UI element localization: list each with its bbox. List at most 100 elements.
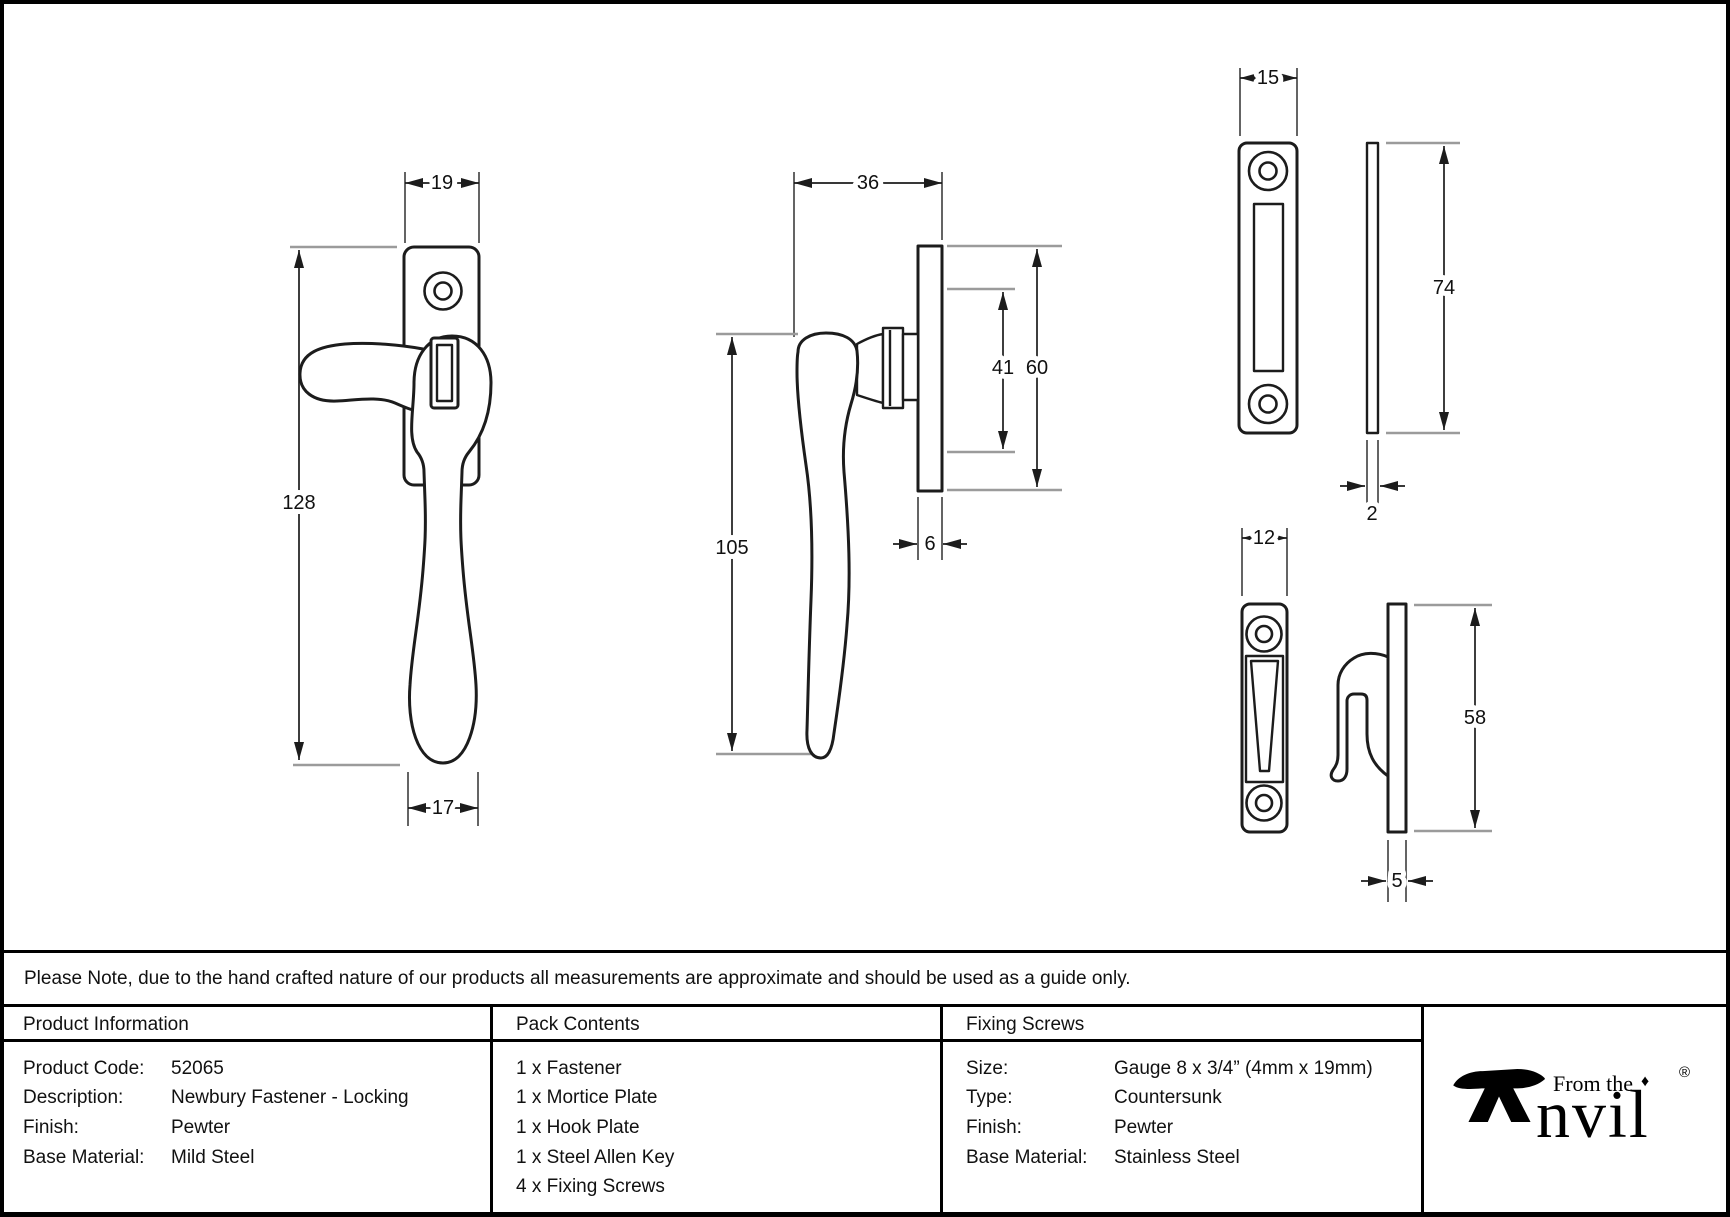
sheet-border-left	[0, 0, 4, 1217]
table-row: Type: Countersunk	[966, 1084, 1421, 1114]
list-item: 1 x Fastener	[516, 1054, 940, 1084]
table-row: Finish: Pewter	[966, 1113, 1421, 1143]
list-item: 1 x Mortice Plate	[516, 1084, 940, 1114]
dim-hook-side-thickness: 5	[1361, 840, 1433, 902]
table-row: Finish: Pewter	[23, 1113, 490, 1143]
dim-fastener-front-width: 19	[404, 167, 480, 243]
dim-label: 41	[992, 357, 1014, 379]
row-value: Stainless Steel	[1114, 1146, 1240, 1168]
screw-hole-inner	[1254, 624, 1274, 644]
locking-arm	[298, 341, 425, 414]
row-label: Finish:	[23, 1116, 79, 1138]
dim-fastener-side-plate-height: 60	[947, 244, 1062, 492]
logo-anvil-text: nvil	[1536, 1076, 1650, 1152]
table-row: Description: Newbury Fastener - Locking	[23, 1084, 490, 1114]
dim-mortice-side-height: 74	[1386, 141, 1460, 435]
dim-label: 60	[1026, 357, 1048, 379]
fixing-screws-header: Fixing Screws	[943, 1007, 1421, 1042]
screw-hole-inner	[1258, 161, 1278, 181]
list-item: 1 x Steel Allen Key	[516, 1143, 940, 1173]
row-label: Product Code:	[23, 1057, 145, 1079]
hook-profile	[1329, 651, 1390, 783]
dim-label: 58	[1464, 707, 1486, 729]
spindle-ring	[881, 326, 905, 410]
dim-label: 2	[1366, 503, 1377, 525]
row-label: Size:	[966, 1057, 1009, 1079]
dim-fastener-side-keep-span: 41	[947, 287, 1019, 454]
dim-label: 128	[282, 492, 315, 514]
spindle-boss	[901, 332, 920, 402]
row-value: Pewter	[171, 1116, 231, 1138]
anvil-icon	[1453, 1069, 1545, 1122]
dim-hook-front-width: 12	[1241, 522, 1288, 596]
table-row: Product Code: 52065	[23, 1054, 490, 1084]
mortice-plate-side-view: 74 2	[1340, 141, 1460, 530]
pack-item: 4 x Fixing Screws	[516, 1176, 665, 1198]
row-value: Mild Steel	[171, 1146, 255, 1168]
dim-label: 5	[1391, 870, 1402, 892]
dim-fastener-side-handle-length: 105	[710, 332, 812, 756]
fastener-front-view: 19 128 17	[277, 167, 493, 826]
row-label: Base Material:	[23, 1146, 145, 1168]
sheet-border-bottom	[0, 1212, 1730, 1217]
hook-plate-front-view: 12	[1240, 522, 1289, 834]
handle-side	[795, 331, 860, 760]
dim-label: 105	[715, 537, 748, 559]
logo-from-the-text: From the	[1553, 1071, 1634, 1096]
row-value: 52065	[171, 1057, 224, 1079]
dim-mortice-side-thickness: 2	[1340, 440, 1405, 530]
mortice-plate-front-view: 15	[1237, 62, 1299, 435]
dim-label: 19	[431, 172, 453, 194]
lock-slot-inner	[435, 343, 454, 403]
dim-mortice-front-width: 15	[1239, 62, 1298, 136]
pack-item: 1 x Hook Plate	[516, 1116, 640, 1138]
dim-hook-side-height: 58	[1414, 603, 1492, 833]
row-label: Type:	[966, 1087, 1013, 1109]
spindle-flare	[855, 332, 885, 405]
backplate-side	[916, 244, 944, 493]
table-row: Base Material: Stainless Steel	[966, 1143, 1421, 1173]
pack-contents-column: Pack Contents 1 x Fastener 1 x Mortice P…	[493, 1007, 943, 1212]
pack-item: 1 x Fastener	[516, 1057, 622, 1079]
table-row: Base Material: Mild Steel	[23, 1143, 490, 1173]
fixing-screws-column: Fixing Screws Size: Gauge 8 x 3/4” (4mm …	[943, 1007, 1424, 1212]
dim-fastener-side-depth: 36	[793, 167, 943, 337]
pack-item: 1 x Mortice Plate	[516, 1087, 658, 1109]
wedge	[1249, 659, 1280, 773]
dim-label: 36	[857, 172, 879, 194]
dim-fastener-side-plate-thickness: 6	[893, 497, 967, 560]
list-item: 4 x Fixing Screws	[516, 1172, 940, 1202]
row-value: Newbury Fastener - Locking	[171, 1087, 409, 1109]
row-value: Countersunk	[1114, 1087, 1222, 1109]
row-label: Base Material:	[966, 1146, 1088, 1168]
row-label: Description:	[23, 1087, 124, 1109]
registered-trademark-icon: ®	[1679, 1064, 1691, 1081]
mortice-slot	[1252, 202, 1285, 373]
dim-fastener-front-bottom-width: 17	[407, 772, 479, 826]
mortice-plate-edge	[1365, 141, 1380, 435]
handle-front	[408, 334, 493, 765]
product-information-header: Product Information	[0, 1007, 490, 1042]
dim-fastener-front-height: 128	[277, 245, 400, 767]
sheet-border-top	[0, 0, 1730, 4]
hook-plate-side-view: 58 5	[1329, 602, 1492, 902]
row-value: Pewter	[1114, 1116, 1174, 1138]
note-text: Please Note, due to the hand crafted nat…	[24, 967, 1131, 989]
dim-label: 6	[924, 533, 935, 555]
list-item: 1 x Hook Plate	[516, 1113, 940, 1143]
dim-label: 17	[432, 797, 454, 819]
note-box: Please Note, due to the hand crafted nat…	[0, 950, 1730, 1007]
product-information-column: Product Information Product Code: 52065 …	[0, 1007, 493, 1212]
from-the-anvil-logo: From the ♦ nvil ®	[1424, 1007, 1726, 1212]
brand-logo-cell: From the ♦ nvil ®	[1424, 1007, 1726, 1212]
dim-label: 12	[1253, 527, 1275, 549]
screw-hole-inner	[433, 281, 453, 301]
table-row: Size: Gauge 8 x 3/4” (4mm x 19mm)	[966, 1054, 1421, 1084]
hook-plate-edge	[1386, 602, 1408, 834]
screw-hole-inner	[1258, 394, 1278, 414]
screw-hole-inner	[1254, 793, 1274, 813]
sheet-border-right	[1726, 0, 1730, 1217]
pack-contents-header: Pack Contents	[493, 1007, 940, 1042]
fastener-side-view: 36 105 60	[710, 167, 1062, 760]
